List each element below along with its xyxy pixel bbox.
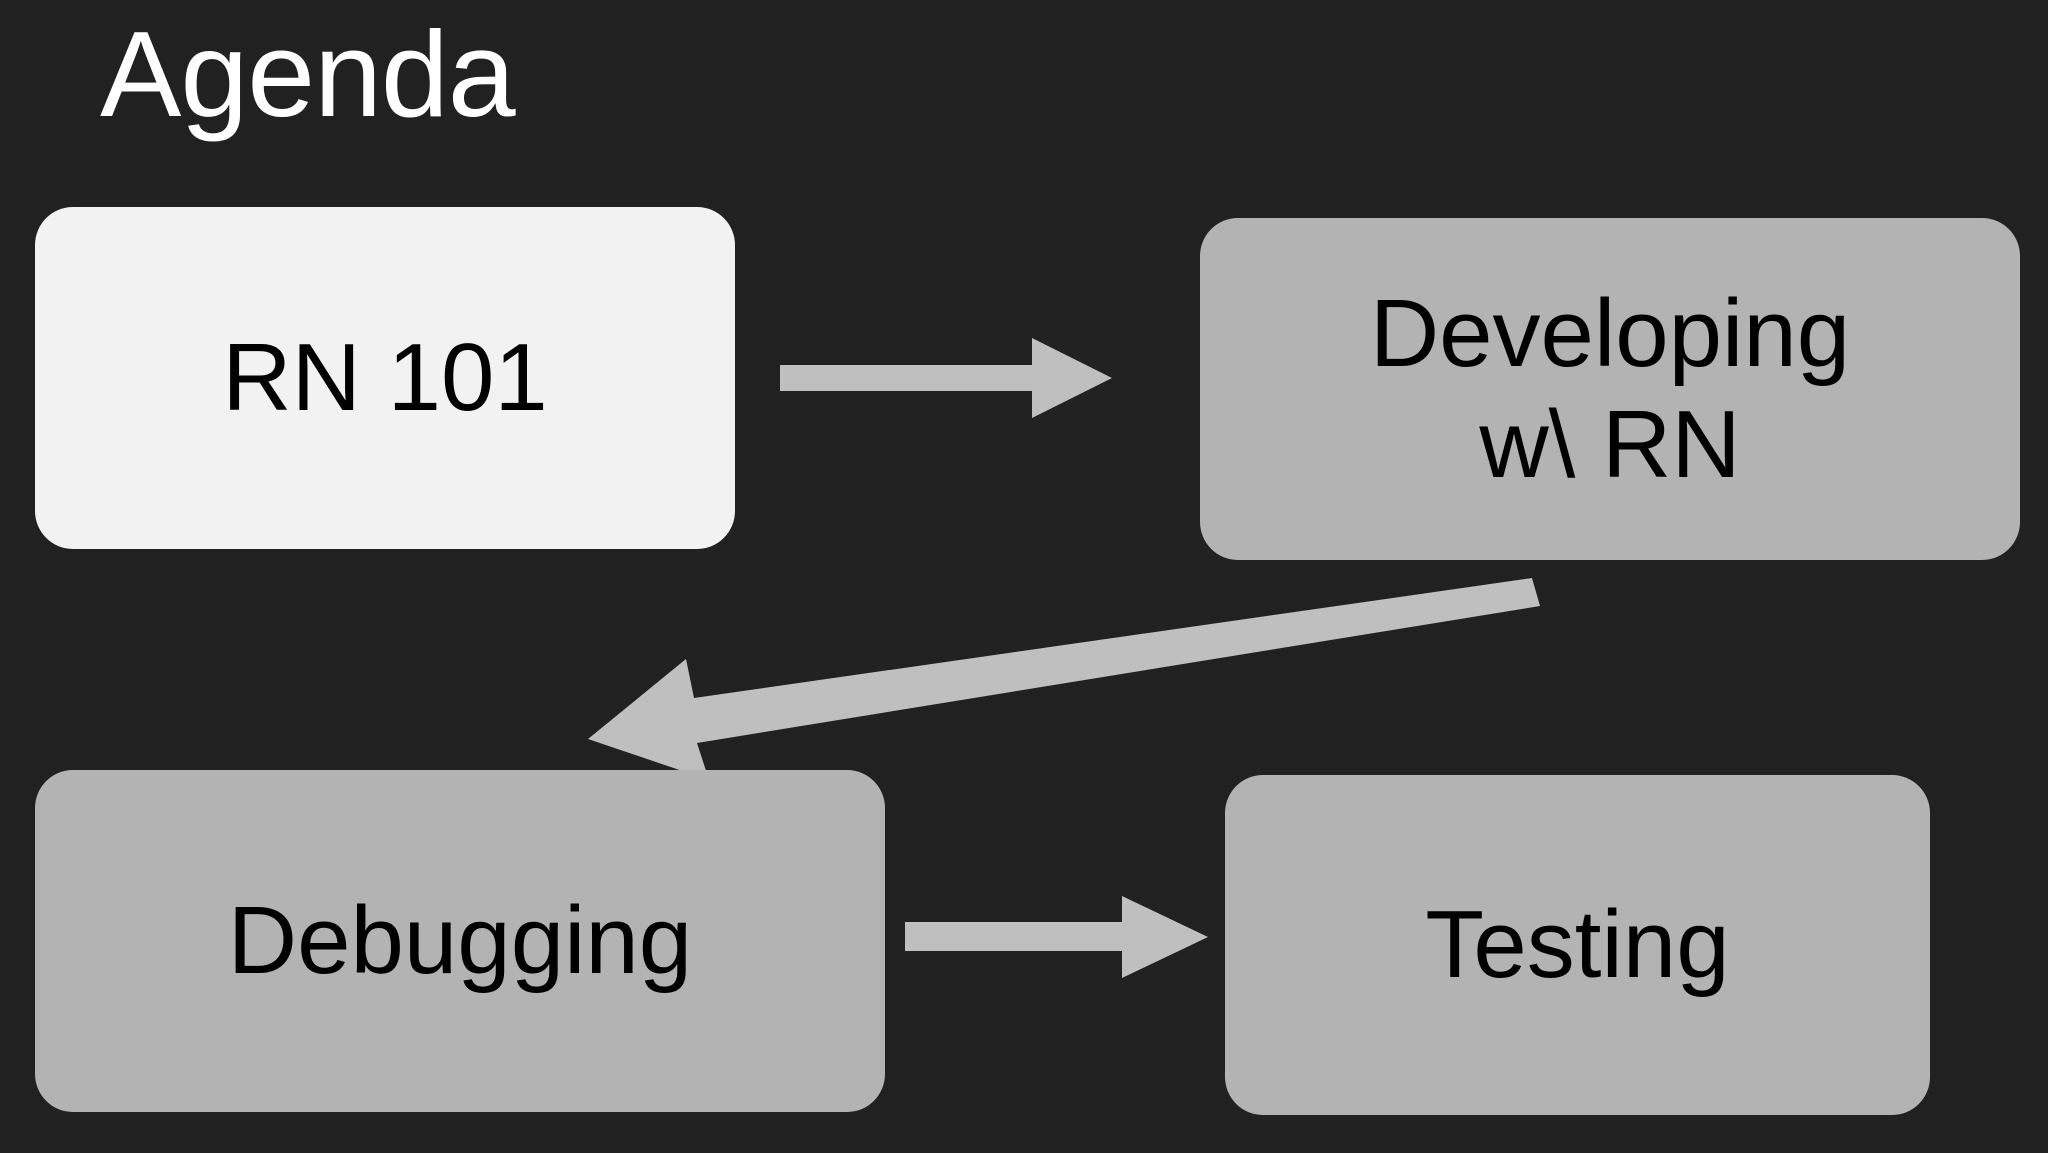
flow-node-developing[interactable]: Developing w\ RN (1200, 218, 2020, 560)
arrow-rn101-to-developing (780, 338, 1112, 418)
arrow-developing-to-debugging (588, 578, 1540, 780)
page-title: Agenda (100, 6, 516, 142)
flow-node-debugging-label: Debugging (227, 887, 693, 995)
flow-node-rn101-label: RN 101 (222, 324, 548, 432)
arrow-debugging-to-testing (905, 896, 1208, 978)
flow-node-testing-label: Testing (1425, 891, 1730, 999)
flow-node-rn101[interactable]: RN 101 (35, 207, 735, 549)
flow-node-debugging[interactable]: Debugging (35, 770, 885, 1112)
flow-node-testing[interactable]: Testing (1225, 775, 1930, 1115)
flow-node-developing-label: Developing w\ RN (1369, 279, 1851, 498)
